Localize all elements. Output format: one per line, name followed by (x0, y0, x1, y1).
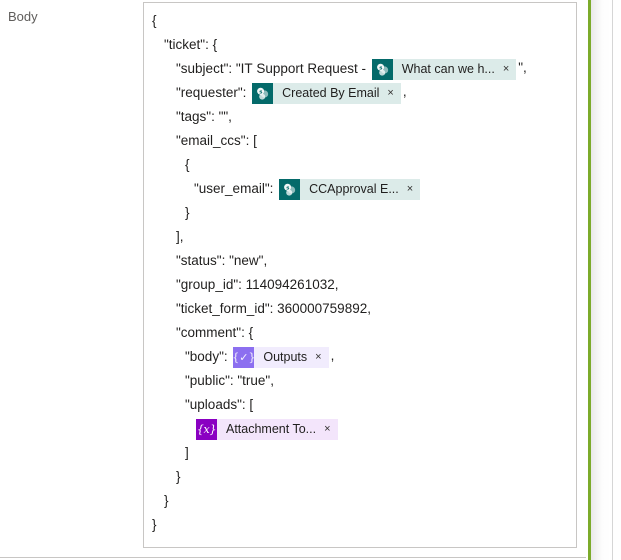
chip-label: Outputs (263, 349, 308, 364)
json-line[interactable]: "user_email": s CCApproval E... × (144, 177, 576, 201)
json-line-list: { "ticket": { "subject": "IT Support Reque… (144, 3, 576, 537)
chip-remove-icon[interactable]: × (387, 86, 394, 99)
json-text: } (152, 517, 157, 532)
json-text: "body": (185, 349, 232, 364)
sharepoint-icon: s (252, 82, 274, 104)
json-line[interactable]: ], (144, 225, 576, 249)
token-chip-subject-chip[interactable]: s What can we h... × (371, 58, 517, 80)
section-divider (0, 557, 586, 558)
json-text: } (185, 205, 190, 220)
json-line[interactable]: { (144, 9, 576, 33)
token-chip-body-chip[interactable]: {✓} Outputs × (233, 346, 329, 368)
sharepoint-icon: s (279, 178, 301, 200)
chip-label: Created By Email (282, 85, 380, 100)
json-punctuation: , (402, 84, 407, 99)
json-text: "public": "true", (185, 373, 274, 388)
body-json-editor[interactable]: { "ticket": { "subject": "IT Support Reque… (143, 2, 577, 548)
accent-rule (588, 0, 591, 560)
json-line[interactable]: "requester": s Created By Email ×, (144, 81, 576, 105)
json-line[interactable]: "comment": { (144, 321, 576, 345)
json-text: "comment": { (176, 325, 254, 340)
svg-text:s: s (259, 89, 262, 95)
json-line[interactable]: "body": {✓} Outputs ×, (144, 345, 576, 369)
json-line[interactable]: "status": "new", (144, 249, 576, 273)
chip-label: Attachment To... (226, 421, 317, 436)
json-line[interactable]: ] (144, 441, 576, 465)
chip-label: What can we h... (401, 61, 495, 76)
json-text: "user_email": (194, 181, 278, 196)
chip-body[interactable]: CCApproval E... × (300, 178, 421, 200)
json-text: "group_id": 114094261032, (176, 277, 339, 292)
json-line[interactable]: "ticket_form_id": 360000759892, (144, 297, 576, 321)
json-text: { (185, 157, 190, 172)
chip-body[interactable]: Attachment To... × (217, 418, 338, 440)
json-text: ], (176, 229, 184, 244)
field-label-body: Body (8, 9, 38, 24)
chip-remove-icon[interactable]: × (324, 422, 331, 435)
json-line[interactable]: "group_id": 114094261032, (144, 273, 576, 297)
json-line[interactable]: "uploads": [ (144, 393, 576, 417)
svg-text:s: s (379, 65, 382, 71)
json-text: "ticket_form_id": 360000759892, (176, 301, 371, 316)
json-text: } (164, 493, 169, 508)
json-text: "status": "new", (176, 253, 268, 268)
json-text: "ticket": { (164, 37, 218, 52)
json-punctuation: , (330, 348, 335, 363)
json-line[interactable]: "subject": "IT Support Request - s What c… (144, 57, 576, 81)
json-line[interactable]: "ticket": { (144, 33, 576, 57)
json-line[interactable]: } (144, 465, 576, 489)
json-line[interactable]: "tags": "", (144, 105, 576, 129)
json-text: } (176, 469, 181, 484)
json-line[interactable]: {x} Attachment To... × (144, 417, 576, 441)
json-text: "requester": (176, 85, 251, 100)
chip-label: CCApproval E... (309, 181, 399, 196)
token-chip-uploads-chip[interactable]: {x} Attachment To... × (196, 418, 338, 440)
expression-icon: {✓} (233, 346, 255, 368)
json-text: "email_ccs": [ (176, 133, 257, 148)
sharepoint-icon: s (371, 58, 393, 80)
token-chip-user-email-chip[interactable]: s CCApproval E... × (279, 178, 421, 200)
json-text: { (152, 13, 157, 28)
svg-text:s: s (286, 185, 289, 191)
json-line[interactable]: "public": "true", (144, 369, 576, 393)
chip-body[interactable]: What can we h... × (392, 58, 517, 80)
chip-body[interactable]: Created By Email × (273, 82, 401, 104)
panel-edge-shadow (591, 0, 611, 560)
chip-remove-icon[interactable]: × (502, 62, 510, 75)
json-line[interactable]: } (144, 489, 576, 513)
json-line[interactable]: { (144, 153, 576, 177)
variable-icon: {x} (196, 418, 217, 440)
json-text: ] (185, 445, 189, 460)
json-text: "subject": "IT Support Request - (176, 61, 370, 76)
json-text: "tags": "", (176, 109, 232, 124)
json-line[interactable]: "email_ccs": [ (144, 129, 576, 153)
chip-remove-icon[interactable]: × (406, 182, 414, 195)
json-line[interactable]: } (144, 201, 576, 225)
json-text: "uploads": [ (185, 397, 254, 412)
token-chip-requester-chip[interactable]: s Created By Email × (252, 82, 401, 104)
json-punctuation: ", (518, 60, 527, 75)
panel-divider (612, 0, 613, 560)
chip-body[interactable]: Outputs × (254, 346, 329, 368)
chip-remove-icon[interactable]: × (315, 350, 322, 363)
json-line[interactable]: } (144, 513, 576, 537)
